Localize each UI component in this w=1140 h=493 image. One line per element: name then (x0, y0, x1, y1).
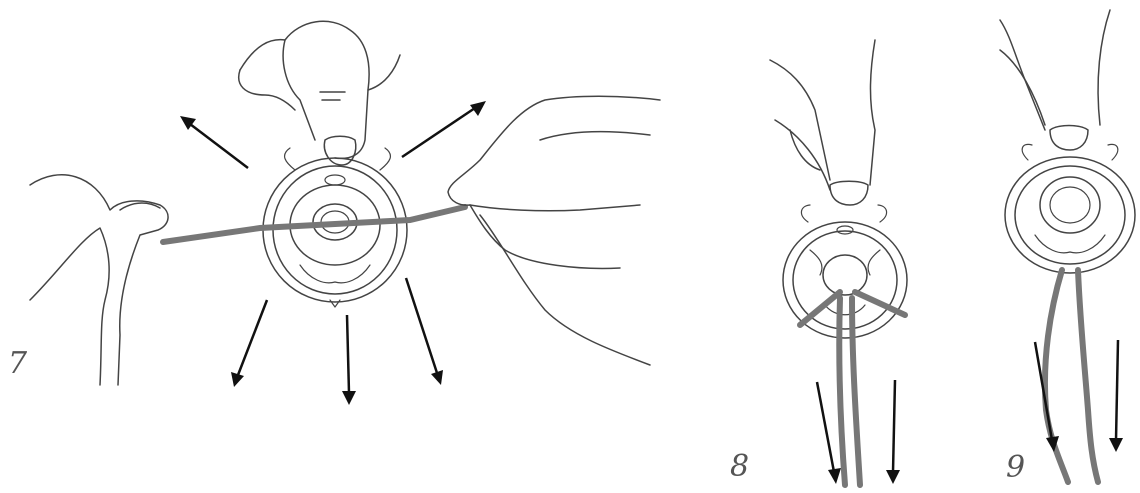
step-8-panel: 8 (680, 0, 950, 493)
right-hand-illustration (448, 96, 660, 365)
step-7-illustration (0, 0, 680, 493)
band-illustration (163, 207, 465, 242)
lens-ring-illustration (1005, 144, 1135, 273)
band-illustration (1045, 270, 1098, 482)
lens-ring-illustration (783, 205, 907, 338)
step-number: 9 (1006, 453, 1025, 483)
step-7-panel: 7 (0, 0, 680, 493)
arrow-icon (180, 101, 486, 405)
left-hand-illustration (30, 175, 168, 385)
step-number: 7 (8, 349, 27, 379)
step-9-panel: 9 (950, 0, 1140, 493)
step-9-illustration (950, 0, 1140, 493)
step-8-illustration (680, 0, 950, 493)
top-hand-illustration (239, 21, 400, 165)
top-hand-illustration (1000, 10, 1110, 150)
top-hand-illustration (770, 40, 875, 205)
step-number: 8 (730, 452, 749, 482)
